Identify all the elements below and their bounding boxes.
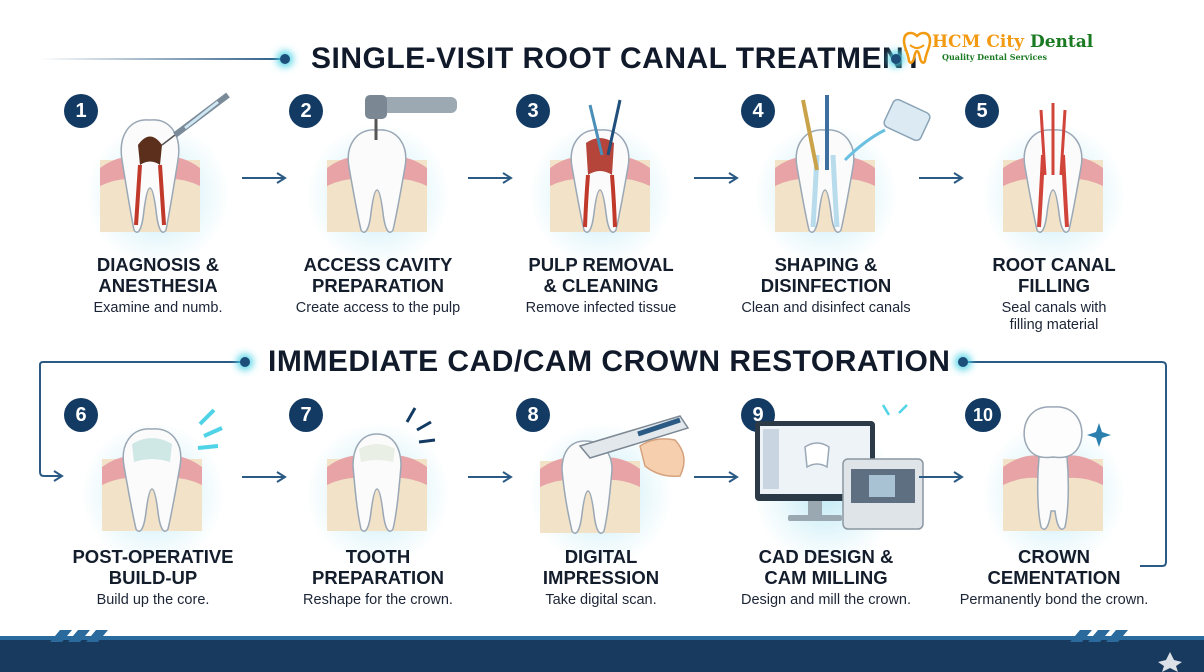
arrow-right-icon <box>242 172 287 184</box>
step-number-badge: 2 <box>289 94 323 128</box>
brand-logo: HCM City Dental Quality Dental Services <box>902 30 1093 69</box>
section-title-crown: IMMEDIATE CAD/CAM CROWN RESTORATION <box>268 345 951 378</box>
arrow-right-icon <box>694 471 739 483</box>
title-node-left <box>280 54 290 64</box>
tooth-with-drill-icon <box>327 95 457 234</box>
step-6: 6 POST-OPERATIVE BUILD-UP Build up the c… <box>40 394 266 624</box>
step-description: Seal canals with filling material <box>1001 300 1107 333</box>
step-8: 8 DIGITAL IMPRESSION Take digital scan. <box>488 394 714 624</box>
step-description: Create access to the pulp <box>295 300 461 316</box>
brand-tagline: Quality Dental Services <box>942 52 1047 62</box>
computer-and-milling-machine-icon <box>755 404 924 530</box>
step-text: DIGITAL IMPRESSION Take digital scan. <box>488 546 714 609</box>
step-text: CROWN CEMENTATION Permanently bond the c… <box>941 546 1167 609</box>
step-text: ROOT CANAL FILLING Seal canals with fill… <box>941 254 1167 334</box>
step-9: 9 CAD DESIGN & CAM MILLING Design and mi… <box>713 394 939 624</box>
arrow-right-icon <box>242 471 287 483</box>
step-3: 3 PULP REMOVAL & CLEANING Remove infecte… <box>488 90 714 330</box>
step-number-badge: 1 <box>64 94 98 128</box>
step-2: 2 ACCESS CAVITY PREPARATION Create acces… <box>265 90 491 330</box>
step-number-badge: 5 <box>965 94 999 128</box>
tooth-with-gutta-percha-icon <box>1003 103 1103 234</box>
step-text: ACCESS CAVITY PREPARATION Create access … <box>265 254 491 317</box>
tooth-with-files-icon <box>550 99 650 234</box>
tooth-with-crown-icon <box>1003 406 1111 531</box>
arrow-right-icon <box>694 172 739 184</box>
step-number-badge: 4 <box>741 94 775 128</box>
step-description: Examine and numb. <box>93 300 223 316</box>
tooth-with-syringe-icon <box>100 92 230 233</box>
step-number-badge: 3 <box>516 94 550 128</box>
tooth-buildup-icon <box>102 408 223 533</box>
step-description: Build up the core. <box>96 592 210 608</box>
step-title: ROOT CANAL FILLING <box>992 254 1116 296</box>
footer-band <box>0 630 1204 672</box>
step-description: Design and mill the crown. <box>740 592 912 608</box>
title2-node-left <box>240 357 250 367</box>
tooth-logo-icon <box>902 31 932 64</box>
corner-star-icon <box>1158 652 1182 672</box>
title2-node-right <box>958 357 968 367</box>
step-description: Reshape for the crown. <box>303 592 453 608</box>
step-text: TOOTH PREPARATION Reshape for the crown. <box>265 546 491 609</box>
step-text: SHAPING & DISINFECTION Clean and disinfe… <box>713 254 939 317</box>
intraoral-scanner-icon <box>540 415 690 535</box>
step-description: Permanently bond the crown. <box>959 592 1149 608</box>
step-title: CROWN CEMENTATION <box>987 546 1121 588</box>
step-4: 4 SHAPING & DISINFECTION Clean and disin… <box>713 90 939 330</box>
step-title: ACCESS CAVITY PREPARATION <box>303 254 453 296</box>
step-text: PULP REMOVAL & CLEANING Remove infected … <box>488 254 714 317</box>
brand-name: HCM City Dental <box>932 32 1094 52</box>
step-description: Remove infected tissue <box>525 300 677 316</box>
step-title: POST-OPERATIVE BUILD-UP <box>72 546 234 588</box>
step-text: DIAGNOSIS & ANESTHESIA Examine and numb. <box>45 254 271 317</box>
step-number-badge: 6 <box>64 398 98 432</box>
step-title: DIAGNOSIS & ANESTHESIA <box>96 254 220 296</box>
step-number-badge: 10 <box>965 398 1001 432</box>
step-description: Take digital scan. <box>545 592 657 608</box>
arrow-right-icon <box>919 471 964 483</box>
arrow-right-icon <box>468 172 513 184</box>
arrow-right-icon <box>919 172 964 184</box>
step-number-badge: 7 <box>289 398 323 432</box>
arrow-right-icon <box>468 471 513 483</box>
title-rule-left <box>40 58 285 60</box>
step-1: 1 DIAGNOSIS & ANESTHESIA Examine and num… <box>45 90 271 330</box>
step-text: POST-OPERATIVE BUILD-UP Build up the cor… <box>40 546 266 609</box>
section-title-root-canal: SINGLE-VISIT ROOT CANAL TREATMENT <box>311 42 924 75</box>
step-title: TOOTH PREPARATION <box>312 546 444 588</box>
step-5: 5 ROOT CANAL FILLING Seal canals with fi… <box>941 90 1167 333</box>
step-number-badge: 8 <box>516 398 550 432</box>
step-7: 7 TOOTH PREPARATION Reshape for the crow… <box>265 394 491 624</box>
title-node-right <box>891 54 901 64</box>
step-title: SHAPING & DISINFECTION <box>760 254 892 296</box>
step-description: Clean and disinfect canals <box>741 300 911 316</box>
tooth-prepared-icon <box>327 407 436 533</box>
step-title: CAD DESIGN & CAM MILLING <box>758 546 894 588</box>
step-title: DIGITAL IMPRESSION <box>542 546 660 588</box>
step-text: CAD DESIGN & CAM MILLING Design and mill… <box>713 546 939 609</box>
tooth-with-irrigation-icon <box>775 95 931 234</box>
step-title: PULP REMOVAL & CLEANING <box>528 254 674 296</box>
step-10: 10 CROWN CEMENTATION Permanently bond th… <box>941 394 1167 624</box>
